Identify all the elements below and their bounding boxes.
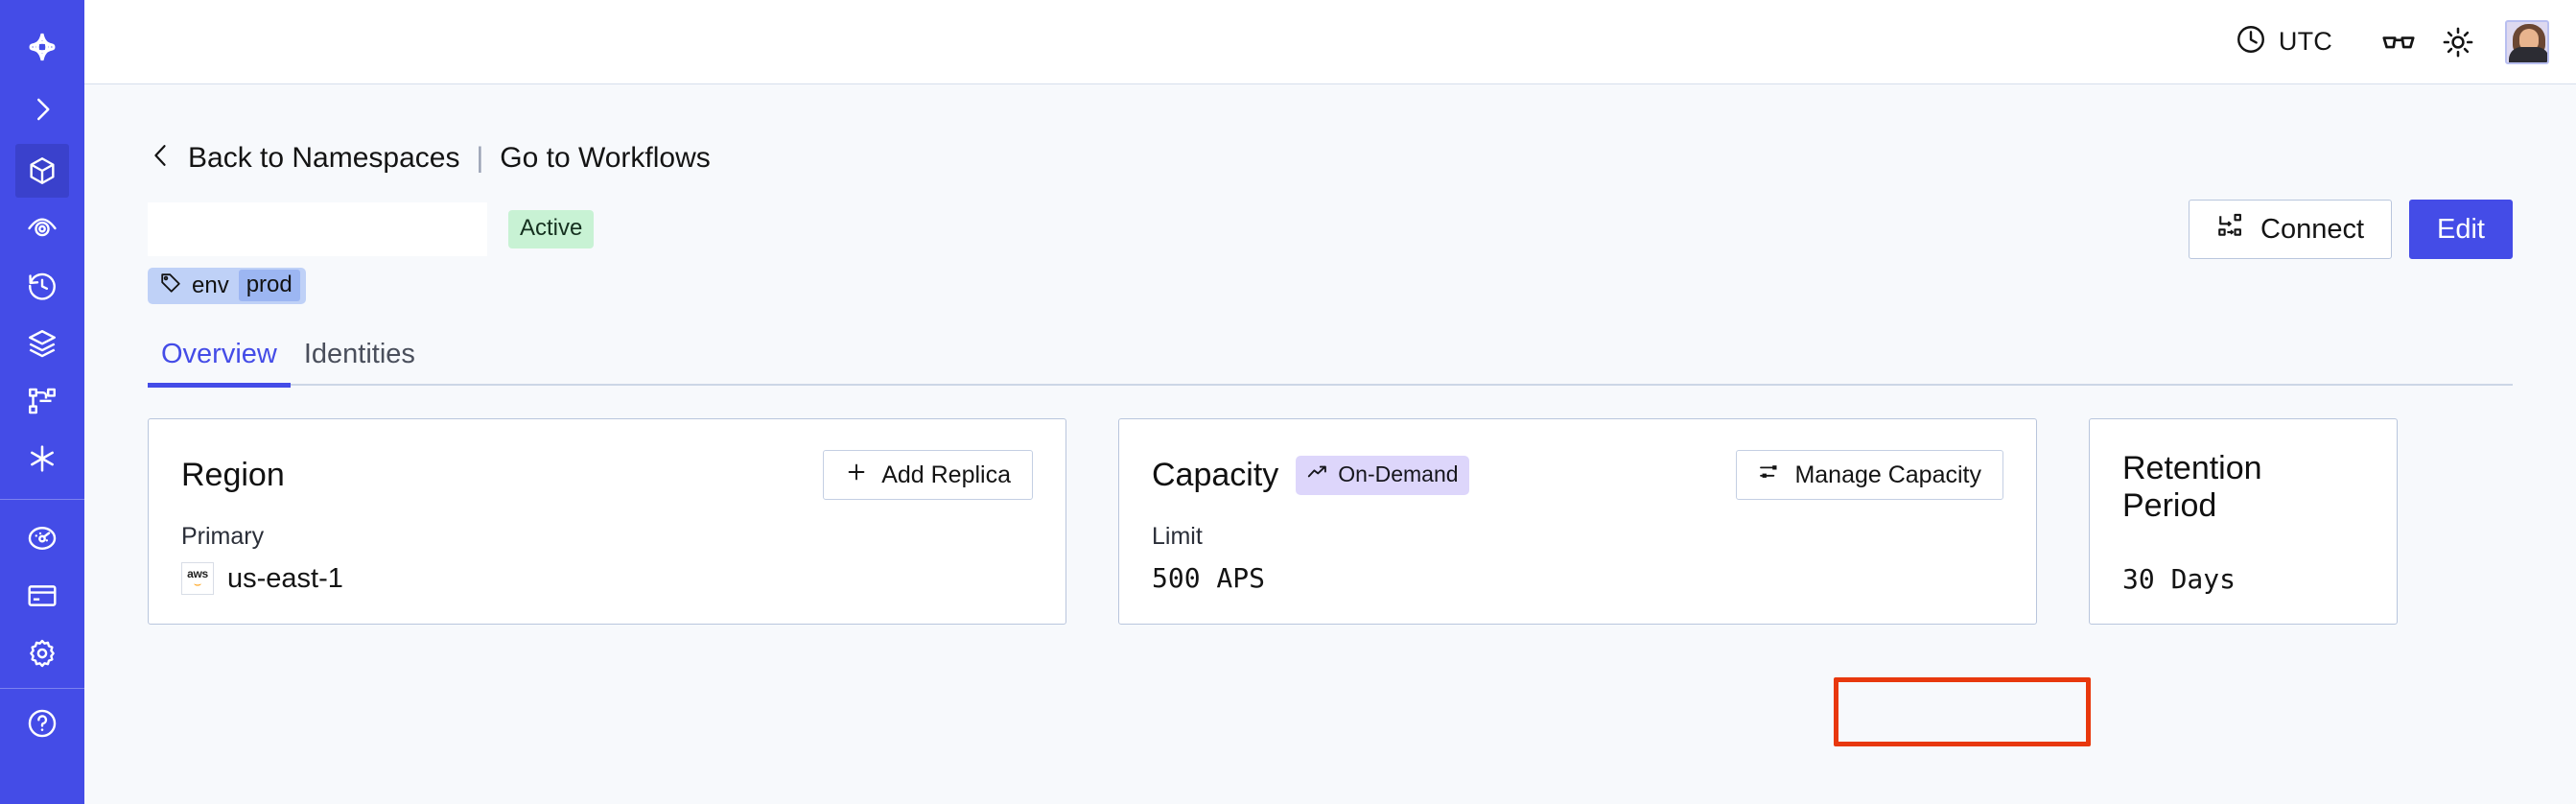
retention-card-title: Retention Period <box>2122 450 2262 524</box>
edit-button-label: Edit <box>2437 213 2485 245</box>
page-content: Back to Namespaces | Go to Workflows Act… <box>84 84 2576 804</box>
sidebar-divider <box>0 499 84 500</box>
tag-chip[interactable]: env prod <box>148 268 306 304</box>
breadcrumb: Back to Namespaces | Go to Workflows <box>148 84 2513 176</box>
connect-button-label: Connect <box>2260 213 2365 245</box>
avatar-face <box>2519 28 2539 51</box>
left-sidebar <box>0 0 84 804</box>
tab-bar: Overview Identities <box>148 339 2513 388</box>
edit-button[interactable]: Edit <box>2409 200 2513 259</box>
gauge-icon <box>26 522 59 555</box>
glasses-icon[interactable] <box>2369 12 2428 72</box>
timezone-selector[interactable]: UTC <box>2235 23 2332 60</box>
retention-card-header: Retention Period <box>2122 450 2364 525</box>
sidebar-item-batch-operations[interactable] <box>15 317 69 370</box>
on-demand-chip: On-Demand <box>1296 455 1469 495</box>
asterisk-icon <box>25 441 59 476</box>
cube-icon <box>26 154 59 187</box>
sidebar-item-observability[interactable] <box>15 201 69 255</box>
capacity-value: 500 APS <box>1152 562 1266 594</box>
sidebar-item-usage[interactable] <box>15 511 69 565</box>
clock-icon <box>2235 23 2267 60</box>
sidebar-item-billing[interactable] <box>15 569 69 623</box>
region-sub-label: Primary <box>181 523 265 550</box>
tab-list: Overview Identities <box>148 339 429 388</box>
tab-bar-rule <box>148 384 2513 386</box>
layers-icon <box>26 327 59 360</box>
question-circle-icon <box>26 707 59 740</box>
aws-logo-text: aws <box>187 566 208 580</box>
sidebar-item-help[interactable] <box>15 697 69 750</box>
sliders-icon <box>1758 461 1781 490</box>
git-branch-icon <box>26 385 59 417</box>
namespace-name-redacted <box>148 202 487 256</box>
avatar-body <box>2509 46 2547 62</box>
eye-spiral-icon <box>26 212 59 245</box>
tab-identities[interactable]: Identities <box>303 339 415 369</box>
sidebar-primary-group <box>0 142 84 487</box>
sidebar-expand-button[interactable] <box>0 77 84 142</box>
tab-overview[interactable]: Overview <box>148 339 291 388</box>
sidebar-divider-bottom <box>0 688 84 689</box>
retention-value: 30 Days <box>2122 563 2236 595</box>
clock-rewind-icon <box>26 270 59 302</box>
temporal-star-logo-icon[interactable] <box>0 17 84 77</box>
capacity-sub-label: Limit <box>1152 523 1203 550</box>
gear-icon <box>26 637 59 670</box>
add-replica-label: Add Replica <box>881 461 1011 488</box>
sidebar-item-nexus[interactable] <box>15 432 69 485</box>
capacity-card-header: Capacity On-Demand <box>1152 450 2003 500</box>
connect-flow-icon <box>2216 211 2245 248</box>
retention-period-card: Retention Period 30 Days <box>2089 418 2398 625</box>
trending-up-icon <box>1306 461 1329 489</box>
region-card: Region Add Replica Primary <box>148 418 1066 625</box>
chevron-right-icon <box>37 98 50 121</box>
breadcrumb-divider: | <box>476 141 484 174</box>
breadcrumb-back-link[interactable]: Back to Namespaces <box>188 141 460 174</box>
overview-cards: Region Add Replica Primary <box>148 418 2513 625</box>
main-pane: UTC <box>84 0 2576 804</box>
plus-icon <box>845 461 868 490</box>
top-bar: UTC <box>84 0 2576 84</box>
connect-button[interactable]: Connect <box>2189 200 2393 259</box>
status-badge: Active <box>508 210 595 248</box>
on-demand-chip-label: On-Demand <box>1338 461 1459 486</box>
namespace-title-row: Active Connect <box>148 199 2513 260</box>
credit-card-icon <box>26 579 59 612</box>
region-card-title: Region <box>181 456 285 493</box>
region-value: us-east-1 <box>227 562 343 594</box>
manage-capacity-label: Manage Capacity <box>1794 461 1981 488</box>
region-card-header: Region Add Replica <box>181 450 1033 500</box>
sidebar-secondary-group <box>0 509 84 682</box>
capacity-value-row: 500 APS <box>1152 562 2003 594</box>
breadcrumb-workflows-link[interactable]: Go to Workflows <box>500 141 711 174</box>
capacity-card: Capacity On-Demand <box>1118 418 2037 625</box>
capacity-card-title: Capacity <box>1152 456 1279 493</box>
sidebar-item-namespaces[interactable] <box>15 144 69 198</box>
chevron-left-icon[interactable] <box>148 140 175 176</box>
sidebar-help-group <box>0 689 84 752</box>
region-value-row: aws ⌣ us-east-1 <box>181 562 1033 595</box>
manage-capacity-highlight-annotation <box>1834 677 2091 746</box>
manage-capacity-button[interactable]: Manage Capacity <box>1736 450 2003 500</box>
timezone-label: UTC <box>2278 27 2332 56</box>
sidebar-item-settings[interactable] <box>15 627 69 680</box>
namespace-tags: env prod <box>148 268 2513 304</box>
tag-key: env <box>192 272 229 298</box>
sidebar-item-schedules[interactable] <box>15 259 69 313</box>
sun-icon[interactable] <box>2428 12 2488 72</box>
sidebar-item-workflows[interactable] <box>15 374 69 428</box>
tag-icon <box>159 272 182 299</box>
tag-value: prod <box>238 270 300 301</box>
aws-logo-icon: aws ⌣ <box>181 562 214 595</box>
avatar[interactable] <box>2505 19 2549 64</box>
add-replica-button[interactable]: Add Replica <box>823 450 1033 500</box>
aws-logo-smile: ⌣ <box>193 576 202 591</box>
